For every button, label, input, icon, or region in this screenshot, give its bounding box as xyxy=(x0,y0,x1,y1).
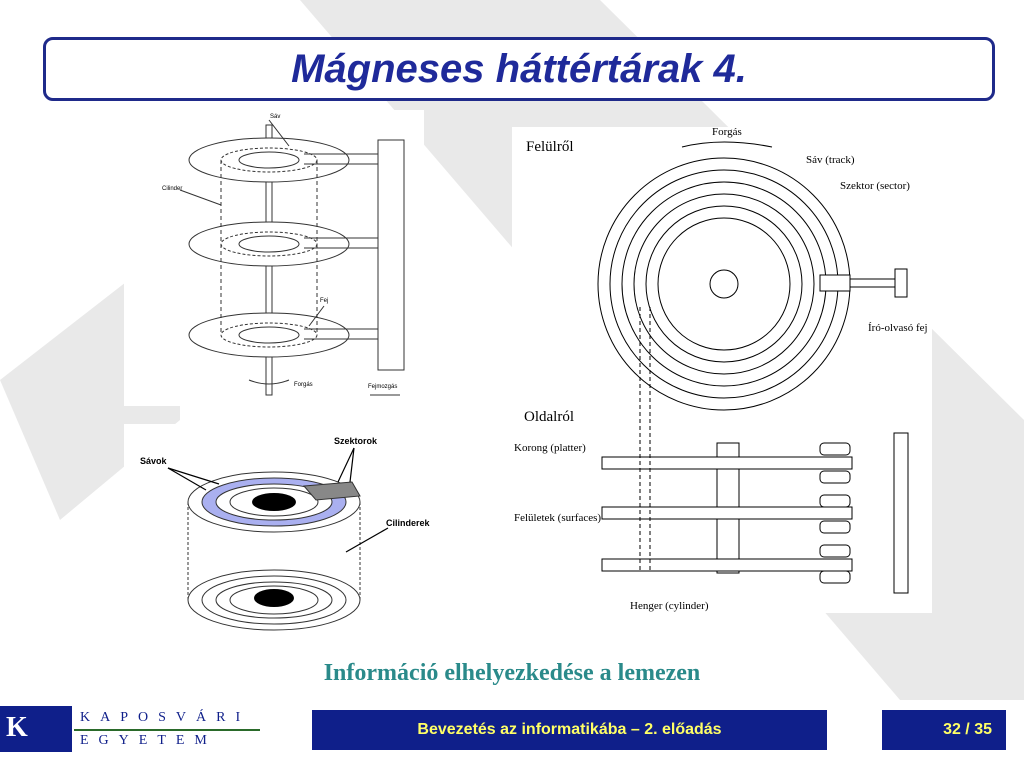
tracks-sectors-diagram: Sávok Szektorok Cilinderek xyxy=(140,436,431,631)
logo-divider xyxy=(74,729,260,731)
university-logo: K KAPOSVÁRI EGYETEM xyxy=(0,706,262,752)
label-felulrol: Felülről xyxy=(526,139,574,155)
logo-line2: EGYETEM xyxy=(80,733,217,748)
label-sav: Sáv xyxy=(270,114,280,120)
label-feluletek-surfaces: Felületek (surfaces) xyxy=(514,512,601,524)
label-sav-track: Sáv (track) xyxy=(806,154,855,166)
figure-tracks-sectors: Sávok Szektorok Cilinderek xyxy=(124,424,440,648)
label-fej: Fej xyxy=(320,298,328,304)
figure-disk-stack: Sáv Cilinder Fej Forgás Fejmozgás xyxy=(124,110,424,406)
top-side-view-diagram: Felülről Forgás Sáv (track) Szektor (sec… xyxy=(514,127,928,612)
label-korong-platter: Korong (platter) xyxy=(514,442,586,454)
label-szektorok: Szektorok xyxy=(334,436,378,446)
disk-stack-diagram: Sáv Cilinder Fej Forgás Fejmozgás xyxy=(162,114,405,396)
label-forgas: Forgás xyxy=(294,382,313,388)
slide-title: Mágneses háttértárak 4. xyxy=(291,46,747,91)
label-oldalrol: Oldalról xyxy=(524,409,574,425)
title-box: Mágneses háttértárak 4. xyxy=(43,37,995,101)
label-cilinder: Cilinder xyxy=(162,186,182,192)
footer-page-number: 32 / 35 xyxy=(882,710,1006,750)
label-fejmozgas: Fejmozgás xyxy=(368,384,397,390)
label-savok: Sávok xyxy=(140,456,168,466)
logo-line1: KAPOSVÁRI xyxy=(80,710,251,725)
course-title-text: Bevezetés az informatikába – 2. előadás xyxy=(417,721,722,738)
footer-course-title: Bevezetés az informatikába – 2. előadás xyxy=(312,710,827,750)
label-cilinderek: Cilinderek xyxy=(386,518,431,528)
label-szektor-sector: Szektor (sector) xyxy=(840,180,910,192)
page-number-text: 32 / 35 xyxy=(943,721,992,738)
logo-mark: K xyxy=(0,706,72,752)
figure-top-side-view: Felülről Forgás Sáv (track) Szektor (sec… xyxy=(512,127,932,613)
logo-letter: K xyxy=(6,712,28,743)
figure-caption: Információ elhelyezkedése a lemezen xyxy=(323,660,701,686)
label-top-forgas: Forgás xyxy=(712,127,742,138)
label-henger-cylinder: Henger (cylinder) xyxy=(630,600,709,612)
label-iro-olvaso-fej: Író-olvasó fej xyxy=(868,322,928,334)
